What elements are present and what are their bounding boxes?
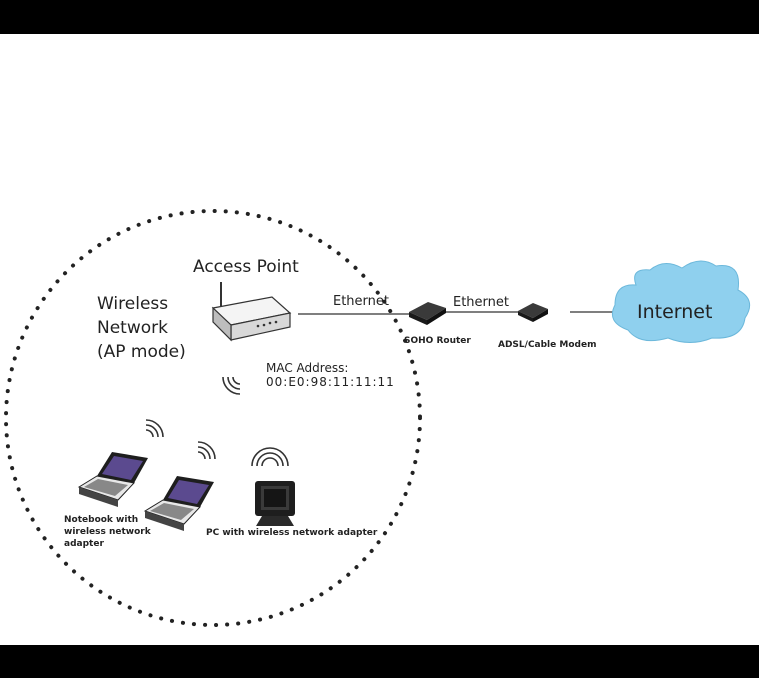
notebook-label-line3: adapter [64, 539, 104, 549]
router-icon [409, 302, 446, 325]
mac-address-title: MAC Address: [266, 361, 348, 375]
pc-label: PC with wireless network adapter [206, 528, 378, 538]
wireless-signal-icon [198, 442, 215, 459]
wireless-signal-icon [223, 377, 240, 394]
notebook-icon [79, 452, 148, 507]
notebook-label-line2: wireless network [64, 527, 152, 537]
wireless-signal-icon [146, 420, 163, 437]
notebook-label-line1: Notebook with [64, 515, 138, 525]
wireless-signal-icon [252, 448, 288, 466]
modem-label: ADSL/Cable Modem [498, 340, 596, 350]
notebook-icon [145, 476, 214, 531]
access-point-label: Access Point [193, 257, 299, 277]
pc-icon [255, 481, 295, 526]
ethernet-label-1: Ethernet [333, 294, 389, 309]
modem-icon [518, 303, 548, 322]
wireless-network-label-line1: Wireless [97, 294, 168, 314]
access-point-icon [213, 282, 290, 340]
wireless-network-label-line3: (AP mode) [97, 342, 186, 362]
mac-address-value: 00:E0:98:11:11:11 [266, 375, 395, 389]
ethernet-label-2: Ethernet [453, 295, 509, 310]
internet-label: Internet [637, 301, 712, 323]
wireless-network-label-line2: Network [97, 318, 168, 338]
soho-router-label: SOHO Router [404, 336, 471, 346]
